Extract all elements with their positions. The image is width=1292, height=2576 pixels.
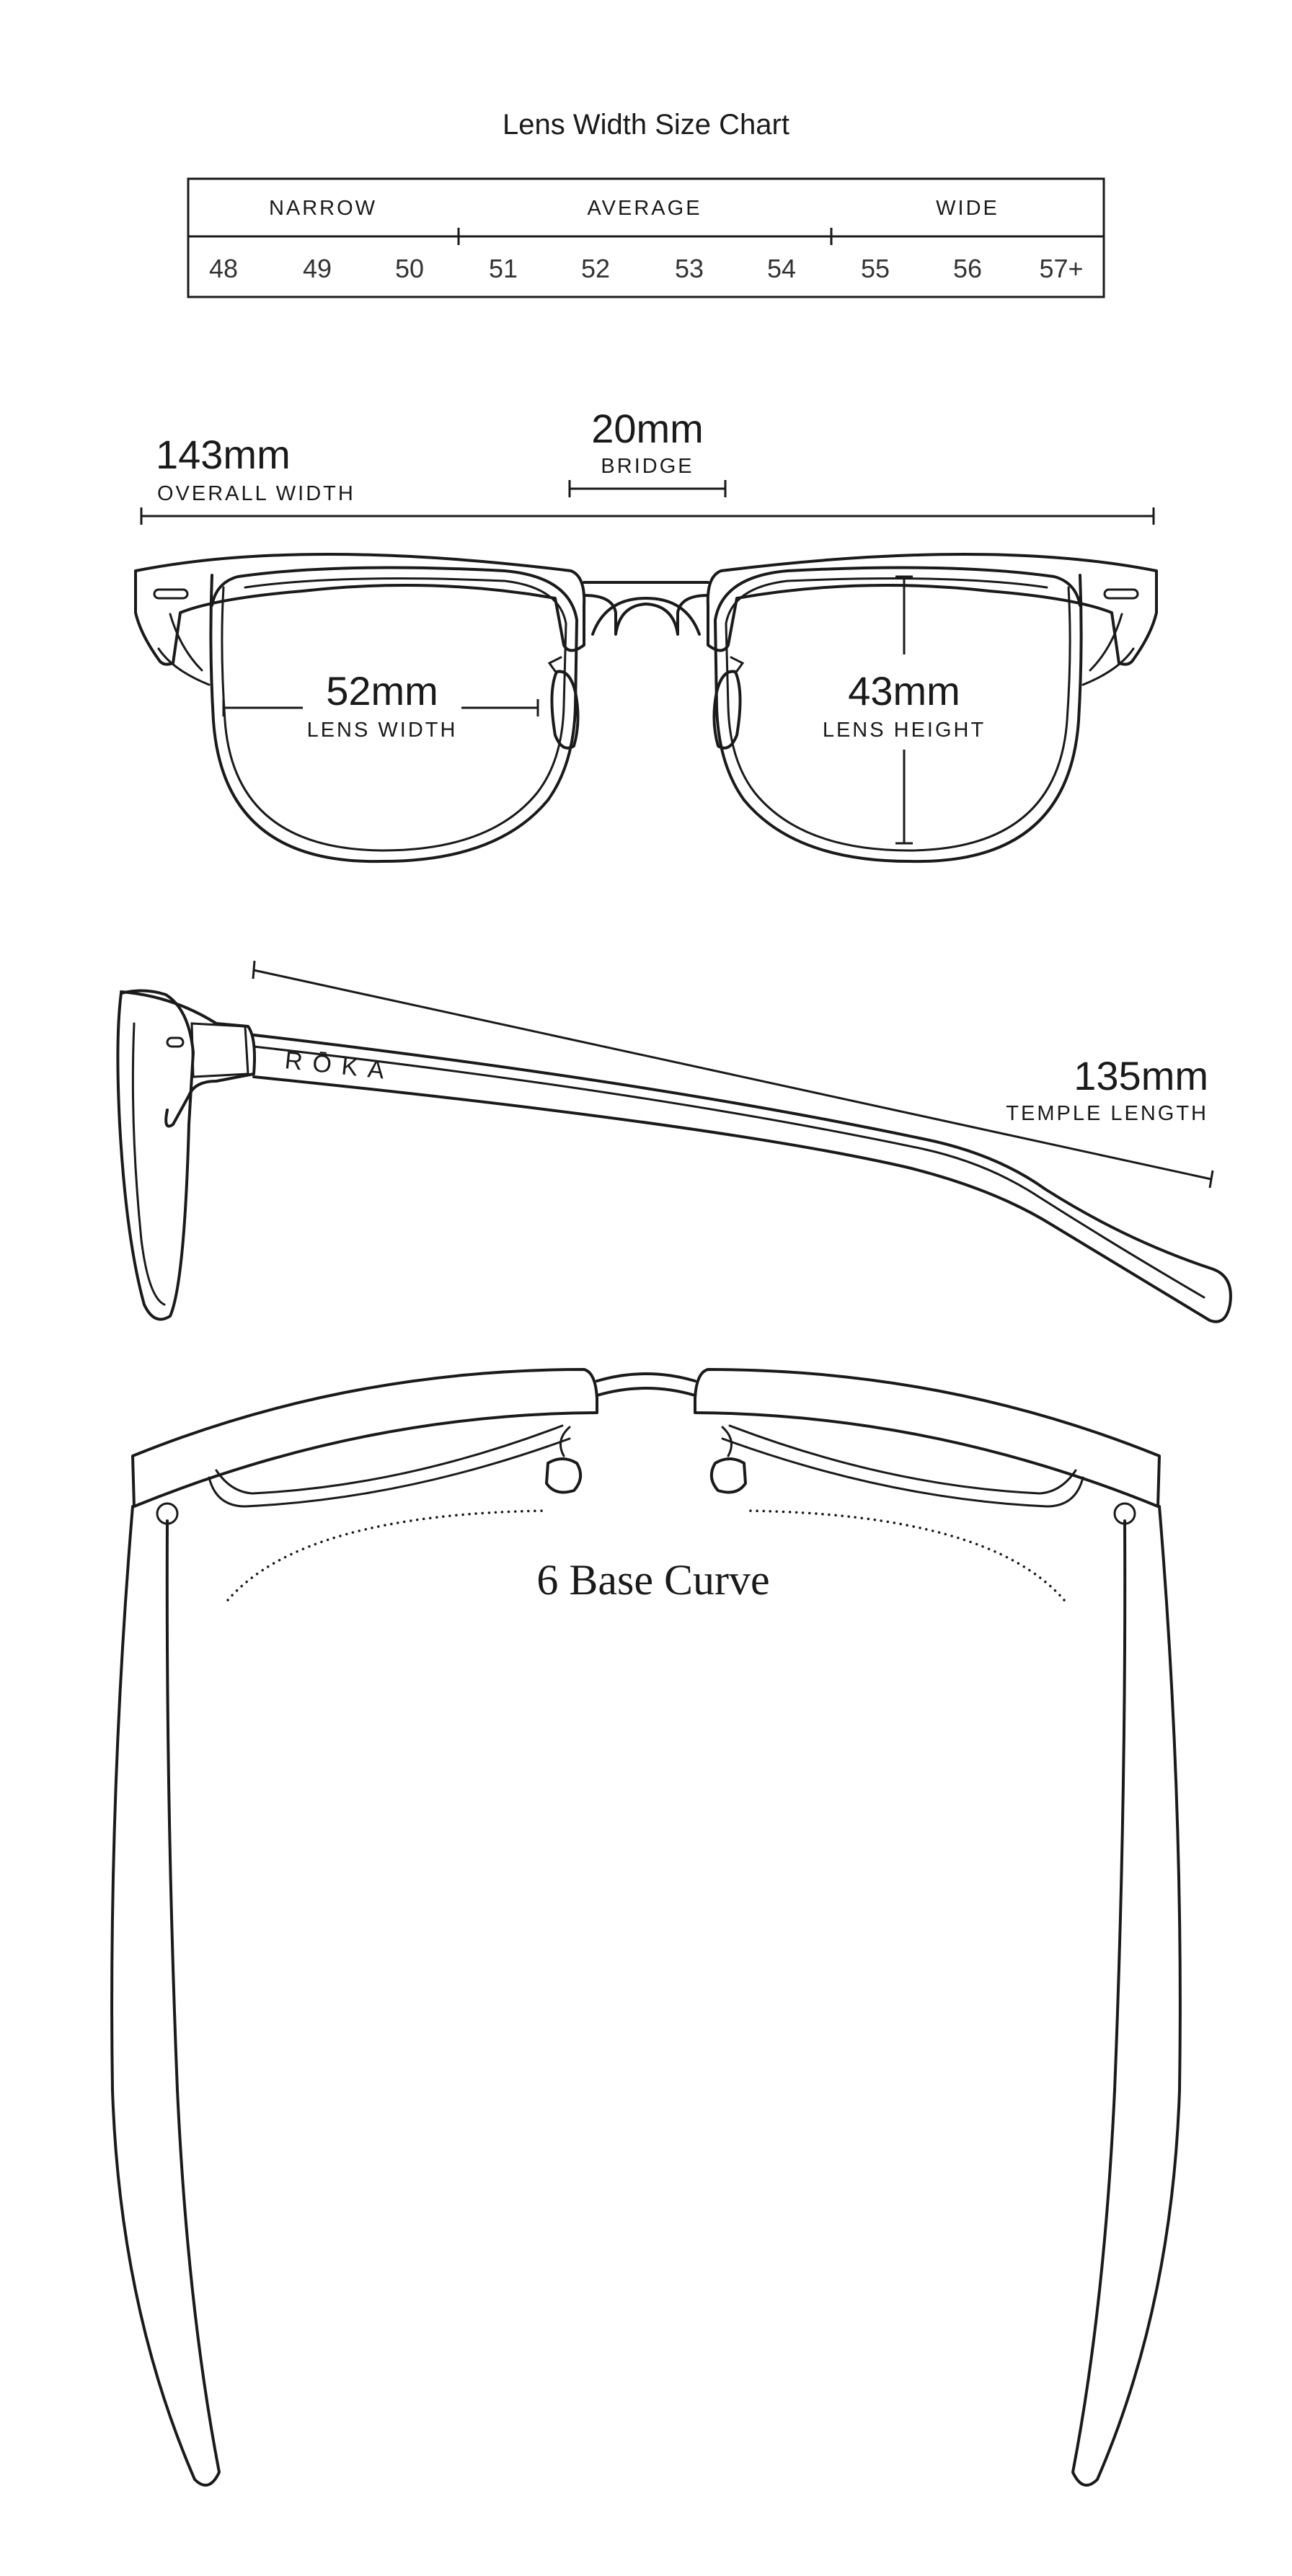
size-cell: 57+ (1039, 254, 1083, 283)
bridge-value: 20mm (591, 406, 704, 451)
side-frame-rim (116, 989, 195, 1321)
bridge-dimension-line (568, 480, 727, 497)
side-view: RŌKA 135mm TEMPLE LENGTH (116, 960, 1232, 1323)
front-bridge (583, 581, 709, 636)
top-frame-front-right (694, 1368, 1161, 1508)
front-view: 143mm OVERALL WIDTH 20mm BRIDGE (134, 406, 1158, 863)
group-label-average: AVERAGE (587, 197, 702, 220)
size-cell: 48 (209, 254, 238, 283)
front-frame-right (706, 553, 1158, 863)
base-curve-arc-right (743, 1509, 1066, 1602)
top-bridge (596, 1372, 696, 1397)
side-temple-arm (252, 1034, 1232, 1323)
lens-height-label: LENS HEIGHT (823, 719, 986, 742)
top-temple-right (1071, 1505, 1182, 2487)
top-view: 6 Base Curve (110, 1368, 1182, 2487)
front-frame-left (134, 553, 586, 863)
side-hinge (120, 990, 256, 1128)
brand-logo: RŌKA (283, 1047, 395, 1085)
size-cell: 54 (767, 254, 796, 283)
overall-width-value: 143mm (156, 432, 291, 477)
size-cell: 55 (861, 254, 890, 283)
lens-width-value: 52mm (326, 668, 438, 714)
group-label-wide: WIDE (936, 197, 999, 220)
size-chart: Lens Width Size Chart NARROW AVERAGE WID… (187, 109, 1105, 298)
size-cell: 50 (395, 254, 424, 283)
top-temple-left (110, 1505, 221, 2487)
bridge-label: BRIDGE (601, 455, 694, 478)
size-cell: 52 (581, 254, 610, 283)
lens-width-label: LENS WIDTH (307, 719, 458, 742)
top-frame-front (131, 1368, 598, 1508)
size-chart-title: Lens Width Size Chart (503, 109, 789, 141)
size-cell: 49 (303, 254, 332, 283)
temple-length-dimension-line (252, 960, 1214, 1189)
overall-width-dimension-line (140, 507, 1155, 525)
size-cell: 53 (675, 254, 704, 283)
base-curve-arc-left (226, 1509, 549, 1602)
temple-length-value: 135mm (1074, 1053, 1208, 1098)
overall-width-label: OVERALL WIDTH (157, 482, 355, 505)
lens-height-dimension-line (895, 575, 913, 845)
base-curve-label: 6 Base Curve (536, 1556, 769, 1604)
size-cell: 51 (489, 254, 518, 283)
size-chart-table (187, 177, 1105, 298)
size-cell: 56 (953, 254, 982, 283)
lens-height-value: 43mm (848, 668, 960, 714)
lens-width-dimension-line (222, 699, 539, 716)
group-label-narrow: NARROW (269, 197, 377, 220)
temple-length-label: TEMPLE LENGTH (1006, 1102, 1208, 1125)
